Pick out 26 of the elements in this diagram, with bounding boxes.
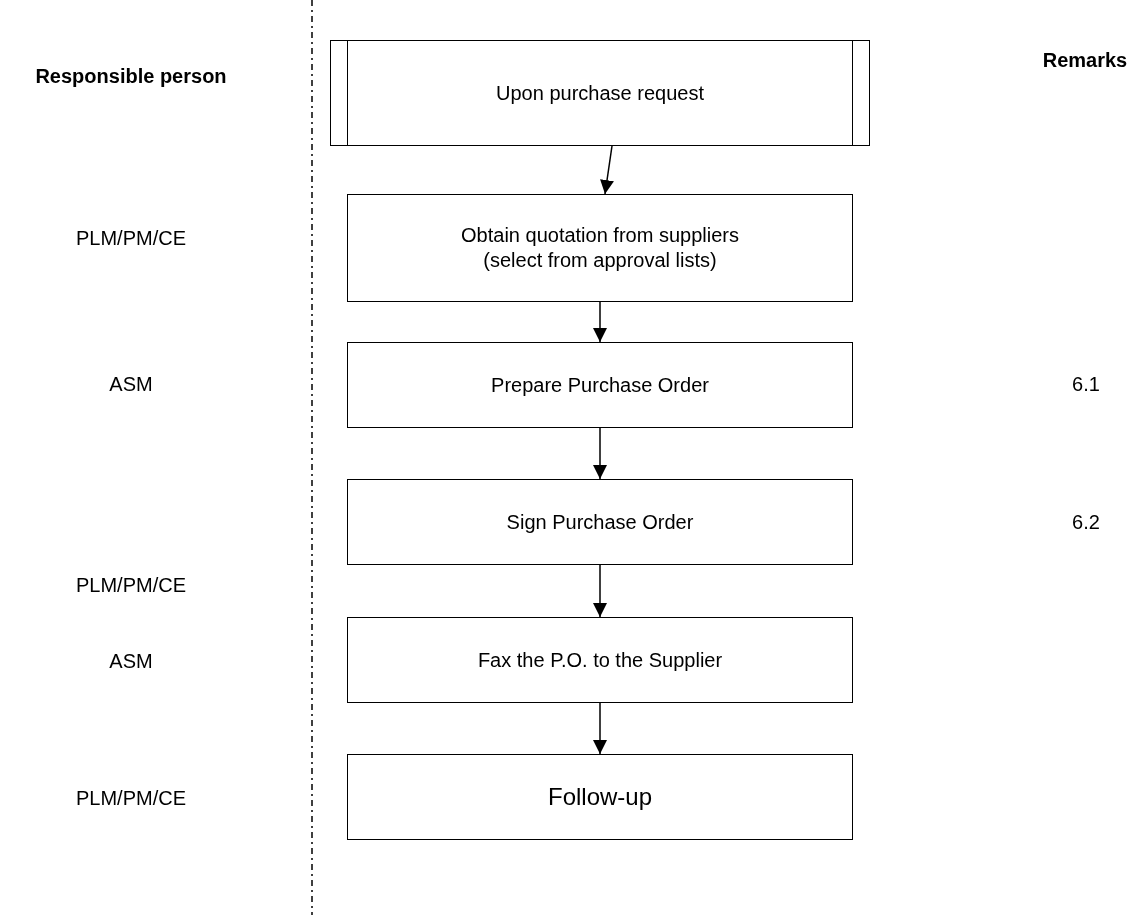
process-box xyxy=(347,479,853,565)
arrow xyxy=(593,702,607,755)
arrow xyxy=(593,427,607,480)
role-label: PLM/PM/CE xyxy=(76,573,186,597)
step-text: Follow-up xyxy=(546,782,653,812)
step-text: Fax the P.O. to the Supplier xyxy=(476,647,724,673)
arrow xyxy=(593,301,607,343)
role-label: ASM xyxy=(109,649,153,673)
arrow xyxy=(600,145,614,195)
column-heading: Remarks xyxy=(1042,48,1128,72)
process-box xyxy=(347,194,853,302)
remark-number: 6.2 xyxy=(1072,510,1100,534)
step-text: Sign Purchase Order xyxy=(505,509,695,535)
step-text: Upon purchase request xyxy=(495,80,705,106)
role-label: PLM/PM/CE xyxy=(76,226,186,250)
predefined-process-box xyxy=(330,40,870,146)
process-box xyxy=(347,617,853,703)
column-heading: Responsible person xyxy=(35,64,227,88)
process-box xyxy=(347,342,853,428)
process-box xyxy=(347,754,853,840)
step-text: Obtain quotation from suppliers (select from approval lists) xyxy=(460,223,740,273)
arrow xyxy=(593,564,607,618)
role-label: ASM xyxy=(109,372,153,396)
role-label: PLM/PM/CE xyxy=(76,786,186,810)
remark-number: 6.1 xyxy=(1072,372,1100,396)
step-text: Prepare Purchase Order xyxy=(490,372,710,398)
